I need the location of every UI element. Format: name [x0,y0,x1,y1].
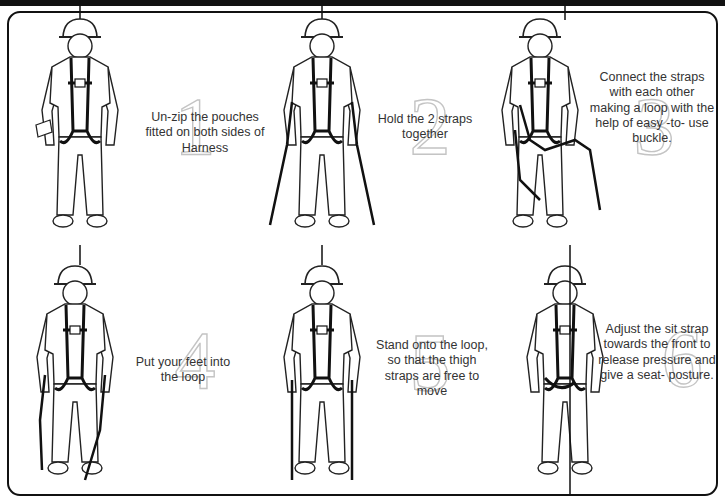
instruction-text: Un-zip the pouches fitted on both sides … [138,110,272,156]
instruction-text: Connect the straps with each other makin… [588,70,716,146]
step-number: 2 [398,86,462,168]
instruction-text: Stand onto the loop, so that the thigh s… [372,338,492,399]
instruction-text: Adjust the sit strap towards the front t… [598,322,716,383]
instruction-text: Hold the 2 straps together [372,112,478,143]
instruction-text: Put your feet into the loop [128,355,238,386]
